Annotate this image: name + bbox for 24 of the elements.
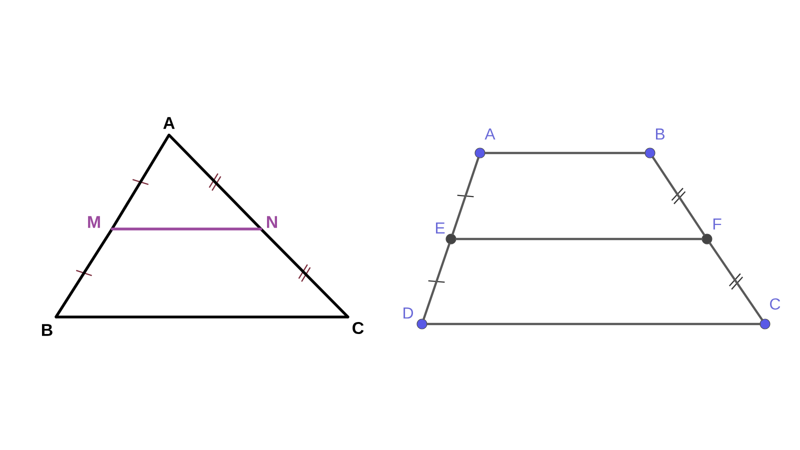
line-segment [452, 156, 480, 236]
point-label: D [404, 308, 414, 318]
point-label: N [267, 216, 277, 228]
line-segment [110, 134, 170, 230]
line-segment [455, 238, 703, 240]
point-label: C [352, 322, 364, 334]
line-segment [54, 228, 114, 318]
point-label: C [770, 298, 780, 310]
point-label: B [656, 128, 664, 140]
line-segment [422, 242, 450, 320]
point-label: E [436, 222, 445, 234]
line-segment [168, 134, 262, 230]
line-segment [260, 228, 350, 318]
line-segment [426, 322, 761, 326]
point-label: A [163, 117, 175, 129]
line-segment [54, 316, 350, 318]
point-label: A [484, 128, 496, 140]
point-label: M [88, 216, 100, 228]
line-segment [484, 152, 646, 154]
line-segment [652, 156, 706, 236]
line-segment [708, 242, 764, 321]
point-label: B [42, 324, 52, 336]
point-label: F [713, 218, 722, 230]
line-segment [110, 228, 262, 230]
